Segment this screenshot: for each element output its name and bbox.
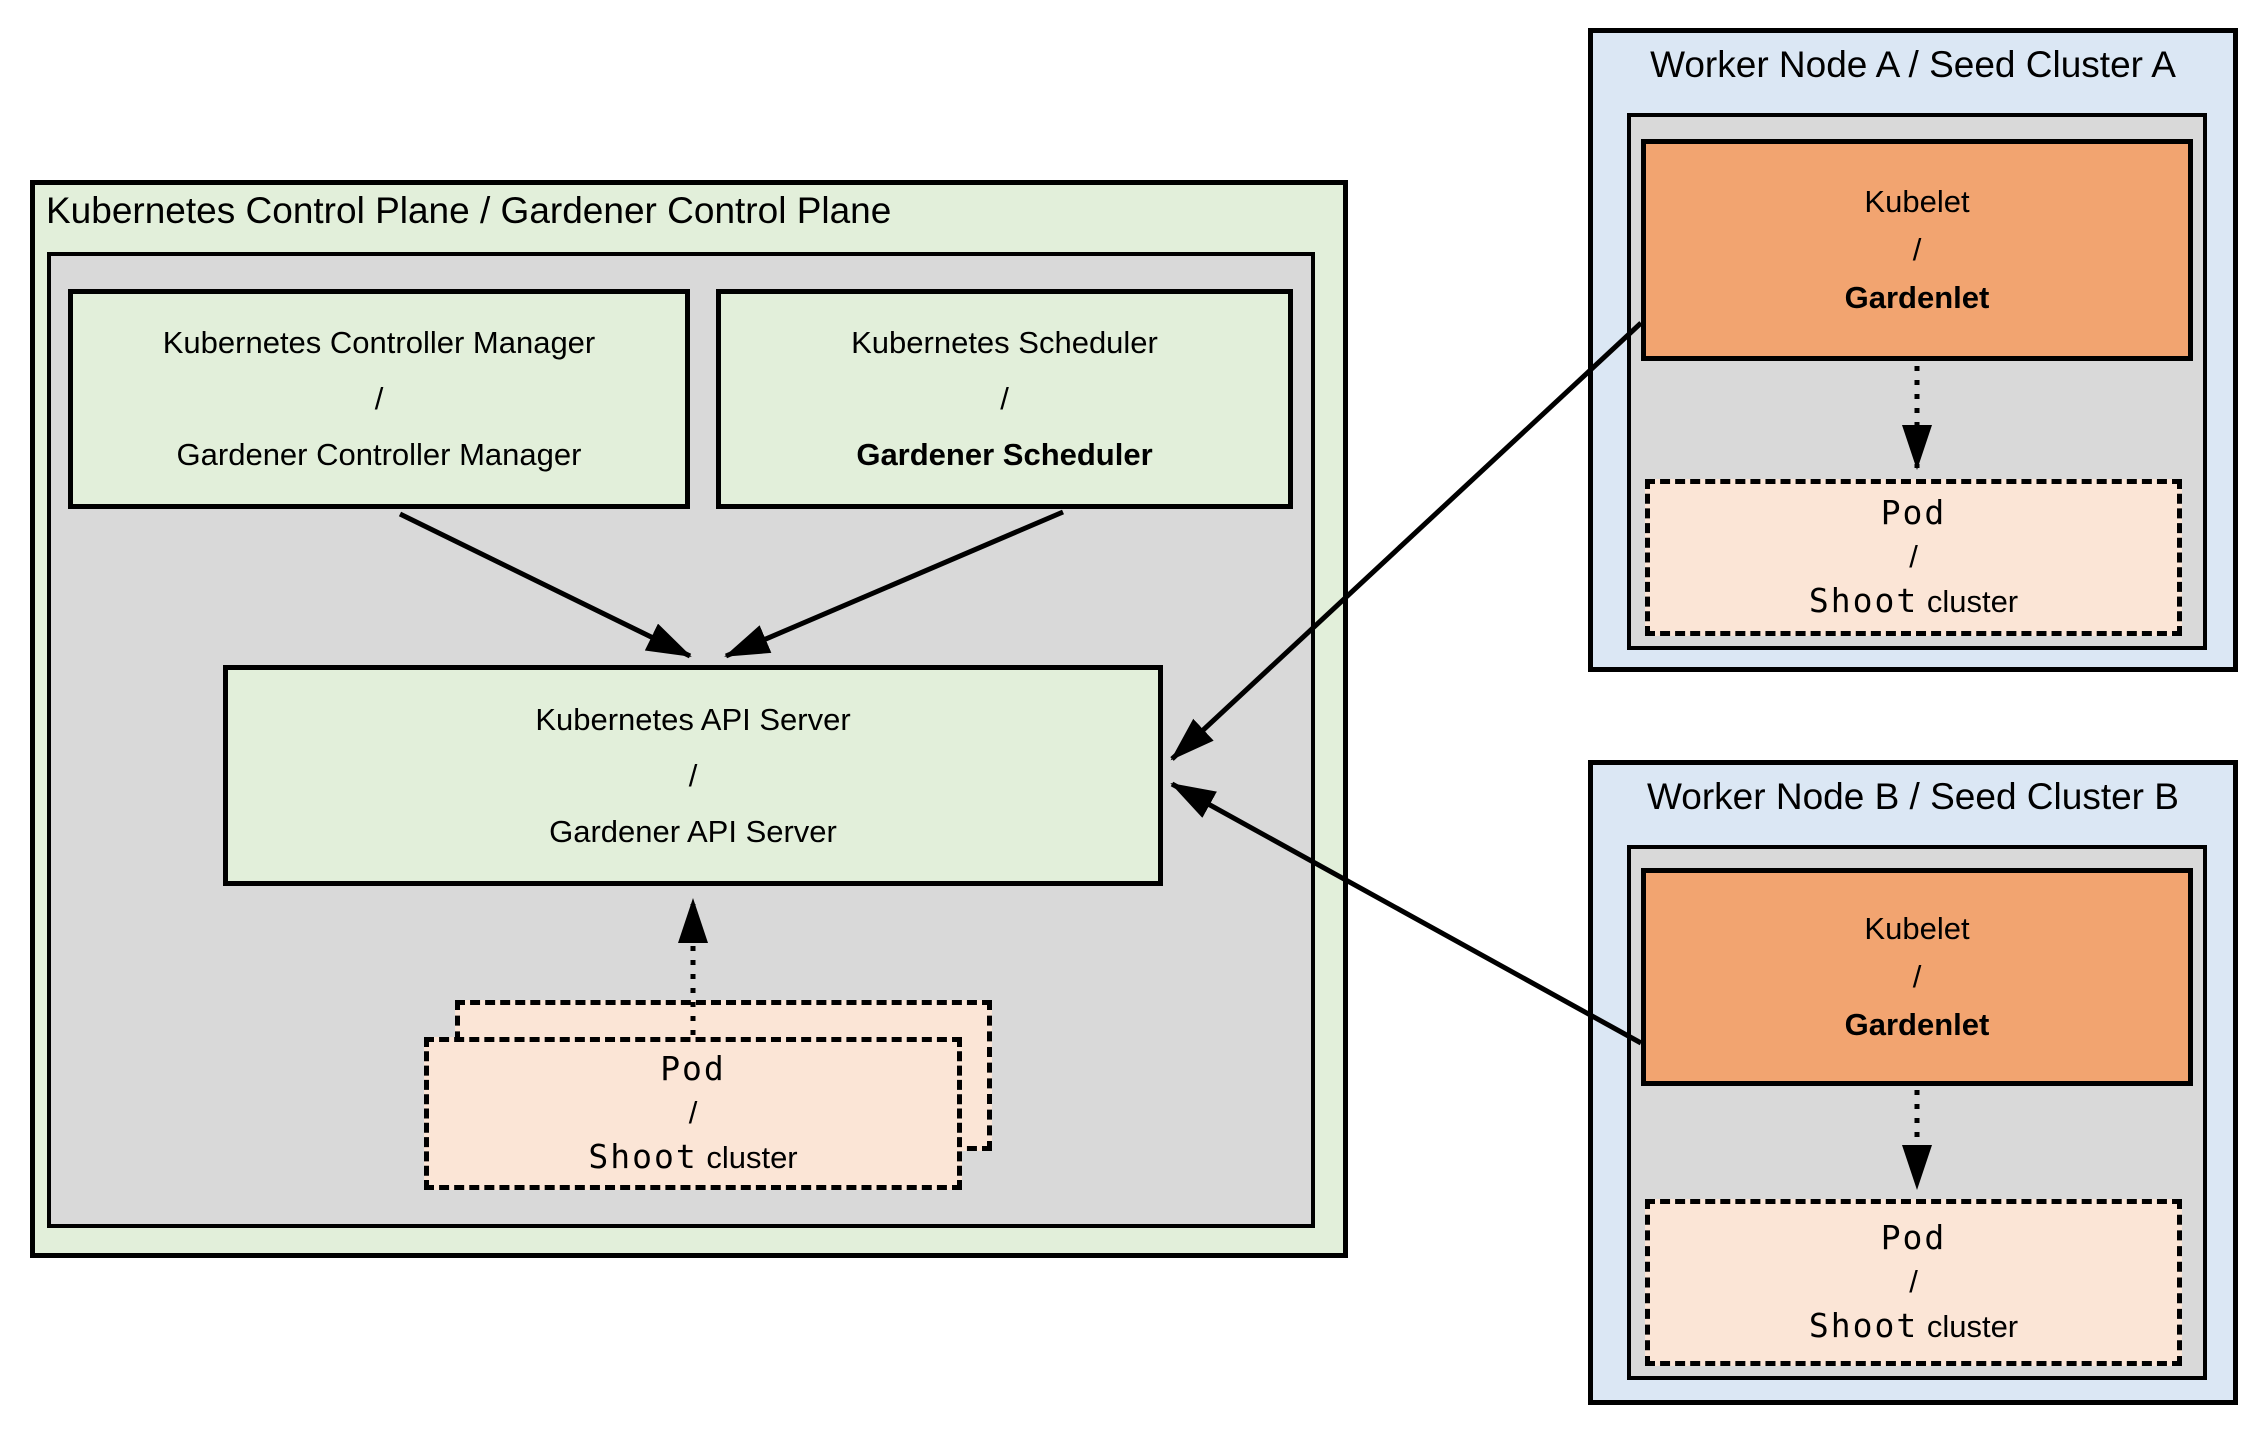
api-server-slash: /	[688, 757, 698, 793]
api-server-line1: Kubernetes API Server	[535, 701, 851, 737]
kubelet-a-line2: Gardenlet	[1844, 280, 1990, 315]
worker-node-b-title: Worker Node B / Seed Cluster B	[1647, 776, 2179, 817]
scheduler-slash: /	[1000, 381, 1009, 416]
pod-b-shoot-cluster-label: Shoot cluster	[1809, 1304, 2018, 1349]
kubelet-b-box: Kubelet / Gardenlet	[1641, 868, 2193, 1086]
kubelet-b-line1: Kubelet	[1864, 911, 1970, 946]
pod-stack-cluster-label: cluster	[706, 1140, 798, 1175]
api-server-box: Kubernetes API Server / Gardener API Ser…	[223, 665, 1163, 886]
controller-manager-box: Kubernetes Controller Manager / Gardener…	[68, 289, 690, 509]
pod-stack-pod-label: Pod	[660, 1049, 726, 1088]
kubelet-a-box: Kubelet / Gardenlet	[1641, 139, 2193, 361]
pod-a-shoot-cluster-label: Shoot cluster	[1809, 579, 2018, 624]
pod-a-pod-label: Pod	[1880, 493, 1947, 532]
scheduler-box: Kubernetes Scheduler / Gardener Schedule…	[716, 289, 1293, 509]
pod-stack-front-box: Pod / Shoot cluster	[424, 1037, 962, 1190]
kubelet-a-slash: /	[1912, 232, 1922, 267]
worker-node-a-title: Worker Node A / Seed Cluster A	[1650, 44, 2176, 85]
pod-a-box: Pod / Shoot cluster	[1645, 479, 2182, 636]
pod-stack-shoot-label: Shoot	[588, 1137, 698, 1176]
pod-b-slash: /	[1909, 1264, 1918, 1299]
pod-stack-slash: /	[688, 1095, 698, 1130]
controller-manager-line2: Gardener Controller Manager	[176, 437, 582, 472]
scheduler-line2: Gardener Scheduler	[856, 437, 1153, 472]
control-plane-title: Kubernetes Control Plane / Gardener Cont…	[46, 190, 892, 231]
kubelet-b-slash: /	[1912, 959, 1922, 994]
pod-b-box: Pod / Shoot cluster	[1645, 1199, 2182, 1366]
kubelet-b-line2: Gardenlet	[1844, 1007, 1990, 1042]
pod-a-slash: /	[1909, 539, 1918, 574]
pod-stack-shoot-cluster-label: Shoot cluster	[588, 1135, 797, 1180]
pod-b-cluster-label: cluster	[1926, 1309, 2019, 1344]
pod-a-cluster-label: cluster	[1926, 584, 2019, 619]
api-server-line2: Gardener API Server	[549, 813, 837, 849]
pod-a-shoot-label: Shoot	[1808, 581, 1919, 620]
pod-b-shoot-label: Shoot	[1808, 1306, 1919, 1345]
controller-manager-slash: /	[374, 381, 384, 416]
controller-manager-line1: Kubernetes Controller Manager	[162, 325, 596, 360]
scheduler-line1: Kubernetes Scheduler	[851, 325, 1158, 360]
pod-b-pod-label: Pod	[1880, 1218, 1947, 1257]
kubelet-a-line1: Kubelet	[1864, 184, 1970, 219]
